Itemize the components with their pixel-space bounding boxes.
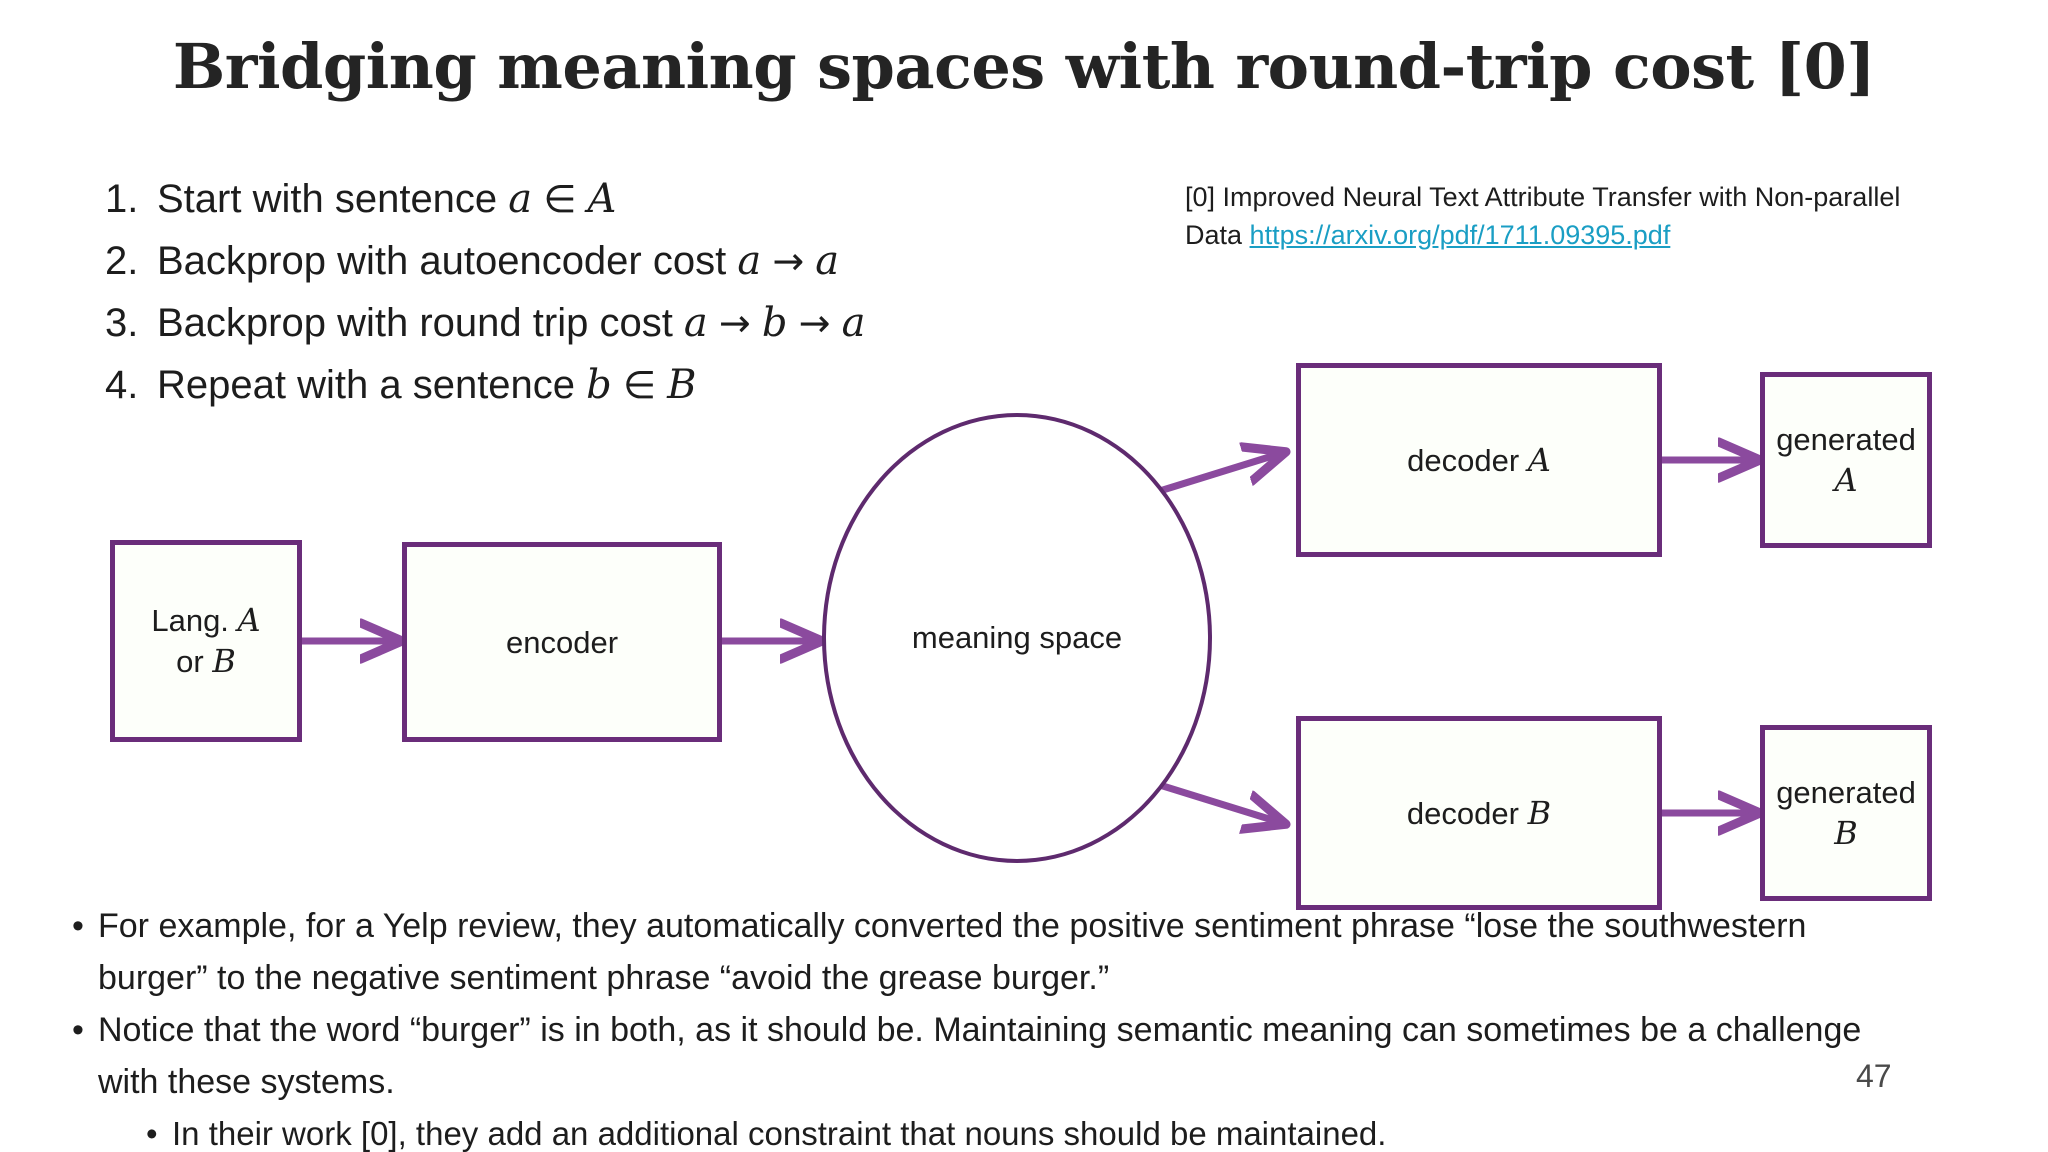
input-line1-variable: A <box>237 601 261 639</box>
step-number: 2. <box>105 239 139 283</box>
node-input-language: Lang. A or B <box>110 540 302 742</box>
list-item: 1. Start with sentence a ∈ A <box>105 168 1095 230</box>
step-text: Repeat with a sentence b ∈ B <box>157 354 1095 416</box>
decoder-b-label: decoder B <box>1406 793 1552 832</box>
math-variable: A <box>587 176 617 222</box>
numbered-steps-list: 1. Start with sentence a ∈ A 2. Backprop… <box>105 168 1095 416</box>
step-label: Backprop with autoencoder cost <box>157 239 738 283</box>
generated-a-line2: A <box>1834 461 1858 499</box>
generated-b-line1: generated <box>1776 775 1916 810</box>
input-line2-variable: B <box>212 642 236 680</box>
encoder-label: encoder <box>505 624 619 660</box>
node-generated-b: generated B <box>1760 725 1932 901</box>
meaning-space-label: meaning space <box>911 620 1123 655</box>
generated-a-line1: generated <box>1776 422 1916 457</box>
node-decoder-b: decoder B <box>1296 716 1662 910</box>
math-variable: a <box>815 238 840 284</box>
math-variable: b <box>761 300 788 346</box>
slide-number: 47 <box>1856 1058 1892 1094</box>
bullet-marker-icon: • <box>72 907 84 945</box>
math-variable: a <box>841 300 866 346</box>
math-variable: a <box>683 300 708 346</box>
math-variable: B <box>667 362 697 408</box>
list-item: 4. Repeat with a sentence b ∈ B <box>105 354 1095 416</box>
bullet-text: Notice that the word “burger” is in both… <box>98 1011 1862 1101</box>
step-number: 3. <box>105 301 139 345</box>
math-operator: ∈ <box>543 177 577 221</box>
bullet-text: For example, for a Yelp review, they aut… <box>98 907 1807 997</box>
list-item: 2. Backprop with autoencoder cost a → a <box>105 230 1095 292</box>
arrow-meaning-space-to-decoder-a <box>1148 453 1282 498</box>
citation-label: [0] Improved Neural Text Attribute Trans… <box>1185 182 1901 250</box>
decoder-a-label: decoder A <box>1407 440 1551 479</box>
step-text: Start with sentence a ∈ A <box>157 168 1095 230</box>
bullet-marker-icon: • <box>146 1115 158 1152</box>
math-variable: a <box>508 176 533 222</box>
arrow-meaning-space-to-decoder-b <box>1148 778 1282 823</box>
bullet-list: • For example, for a Yelp review, they a… <box>72 900 1872 1152</box>
bullet-text: In their work [0], they add an additiona… <box>172 1115 1387 1152</box>
math-variable: b <box>586 362 612 408</box>
math-operator: → <box>772 239 805 283</box>
math-variable: a <box>737 238 762 284</box>
math-operator: → <box>718 301 751 345</box>
node-generated-a: generated A <box>1760 372 1932 548</box>
citation-block: [0] Improved Neural Text Attribute Trans… <box>1185 178 1960 254</box>
page-title: Bridging meaning spaces with round-trip … <box>172 30 1876 103</box>
step-number: 4. <box>105 363 139 407</box>
step-text: Backprop with autoencoder cost a → a <box>157 230 1095 292</box>
step-number: 1. <box>105 177 139 221</box>
input-line1-label: Lang. <box>151 603 238 638</box>
generated-b-line2: B <box>1834 814 1858 852</box>
step-label: Start with sentence <box>157 177 509 221</box>
step-text: Backprop with round trip cost a → b → a <box>157 292 1095 354</box>
step-label: Repeat with a sentence <box>157 363 587 407</box>
node-meaning-space: meaning space <box>822 413 1212 863</box>
math-operator: → <box>798 301 831 345</box>
step-label: Backprop with round trip cost <box>157 301 684 345</box>
list-item: • In their work [0], they add an additio… <box>146 1108 1872 1152</box>
bullet-marker-icon: • <box>72 1011 84 1049</box>
node-decoder-a: decoder A <box>1296 363 1662 557</box>
node-encoder: encoder <box>402 542 722 742</box>
input-line2-label: or <box>176 644 213 679</box>
math-operator: ∈ <box>622 363 657 407</box>
list-item: 3. Backprop with round trip cost a → b →… <box>105 292 1095 354</box>
citation-link[interactable]: https://arxiv.org/pdf/1711.09395.pdf <box>1249 220 1671 250</box>
list-item: • Notice that the word “burger” is in bo… <box>72 1004 1872 1108</box>
list-item: • For example, for a Yelp review, they a… <box>72 900 1872 1004</box>
